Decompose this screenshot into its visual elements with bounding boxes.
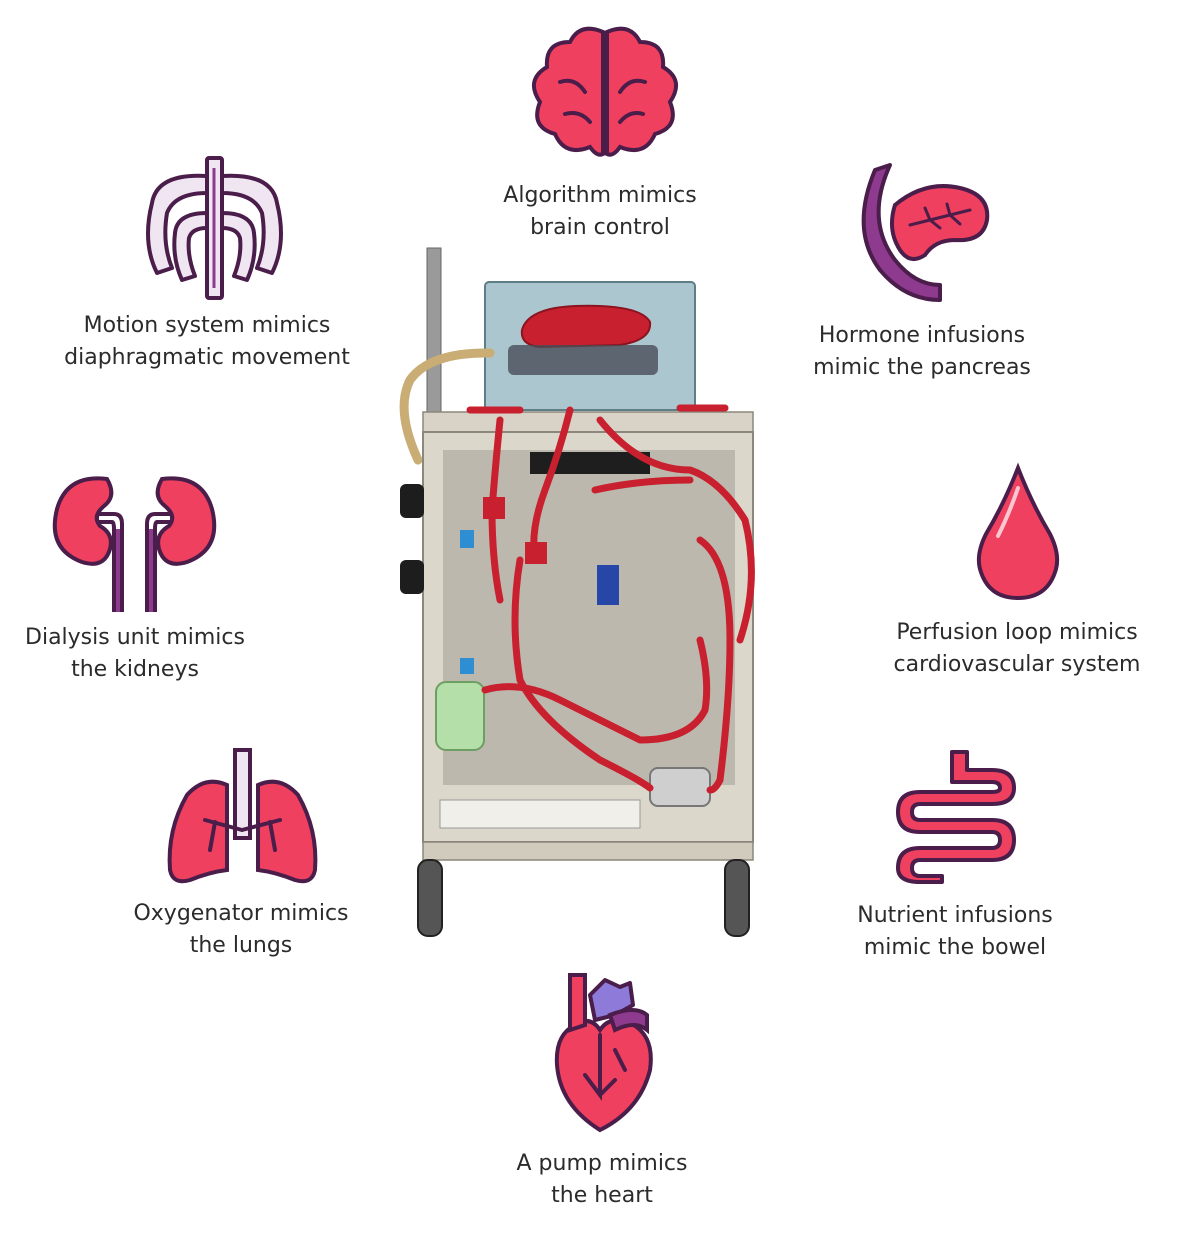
oxygenator-unit [435, 681, 485, 751]
caption-kidneys-line2: the kidneys [71, 657, 199, 682]
caption-heart-line1: A pump mimics [516, 1151, 688, 1176]
caption-kidneys-line1: Dialysis unit mimics [25, 625, 245, 650]
caption-heart-line2: the heart [551, 1183, 653, 1208]
wheel-left [417, 859, 443, 937]
caption-heart: A pump mimics the heart [517, 1148, 688, 1212]
caption-brain: Algorithm mimics brain control [503, 180, 696, 244]
caption-ribcage-line2: diaphragmatic movement [64, 345, 350, 370]
organ-in-chamber [520, 304, 652, 349]
caption-lungs-line1: Oxygenator mimics [133, 901, 349, 926]
caption-ribcage: Motion system mimics diaphragmatic movem… [64, 310, 350, 374]
wheel-right [724, 859, 750, 937]
caption-blood-line1: Perfusion loop mimics [896, 620, 1138, 645]
ribcage-icon [146, 156, 283, 300]
caption-blood: Perfusion loop mimics cardiovascular sys… [894, 617, 1141, 681]
perfusion-tubing [466, 404, 755, 794]
caption-brain-line1: Algorithm mimics [503, 183, 697, 208]
brain-icon [531, 26, 679, 157]
caption-pancreas: Hormone infusions mimic the pancreas [813, 320, 1031, 384]
heart-icon [554, 973, 653, 1133]
kidneys-icon [52, 476, 217, 612]
caption-pancreas-line2: mimic the pancreas [813, 355, 1031, 380]
caption-brain-line2: brain control [530, 215, 670, 240]
caption-ribcage-line1: Motion system mimics [83, 313, 331, 338]
pancreas-icon [861, 163, 990, 302]
caption-blood-line2: cardiovascular system [893, 652, 1141, 677]
caption-lungs: Oxygenator mimics the lungs [133, 898, 348, 962]
blood-drop-icon [976, 462, 1060, 601]
centrifugal-pump [649, 767, 711, 807]
intestine-icon [896, 750, 1016, 884]
lungs-icon [167, 748, 318, 884]
caption-lungs-line2: the lungs [189, 933, 293, 958]
caption-bowel: Nutrient infusions mimic the bowel [857, 900, 1052, 964]
caption-kidneys: Dialysis unit mimics the kidneys [25, 622, 245, 686]
caption-bowel-line2: mimic the bowel [863, 935, 1047, 960]
caption-bowel-line1: Nutrient infusions [857, 903, 1053, 928]
caption-pancreas-line1: Hormone infusions [818, 323, 1026, 348]
